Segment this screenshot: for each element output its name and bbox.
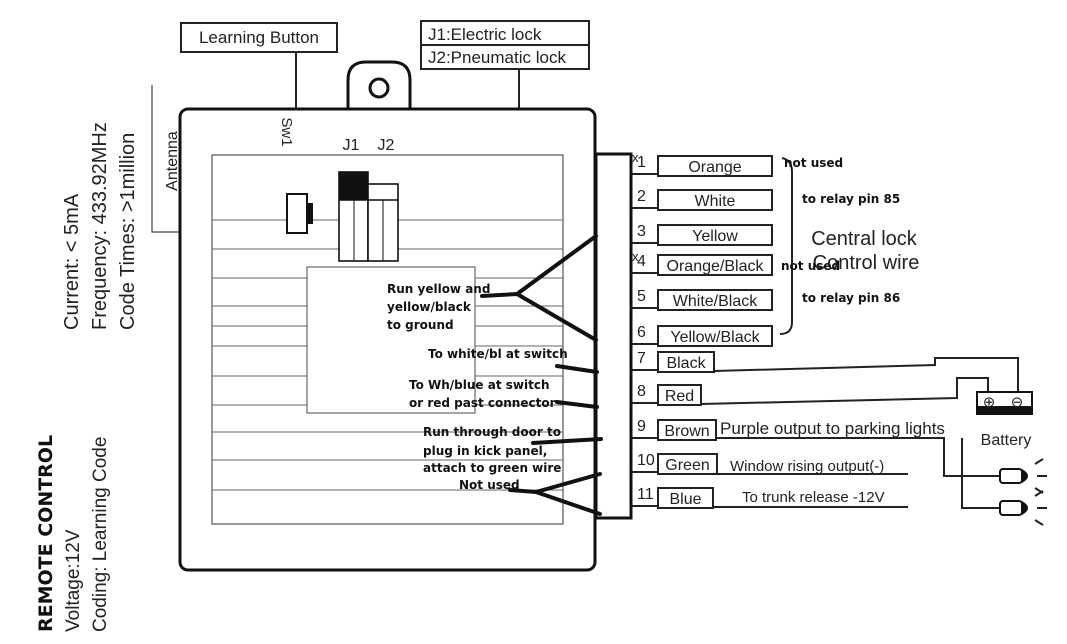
pin-wire-color: Green: [665, 457, 709, 474]
voltage-spec: Voltage:12V: [63, 529, 84, 632]
battery-label: Battery: [981, 432, 1032, 449]
note-relay-86: to relay pin 86: [802, 291, 900, 305]
note-door-2: plug in kick panel,: [423, 444, 547, 458]
antenna-label: Antenna: [164, 131, 181, 191]
pin-label-box: [657, 384, 702, 406]
pin-row: 10 Green: [631, 452, 718, 475]
pin-label-box: [657, 487, 714, 509]
pin-wire-color: White: [695, 193, 736, 210]
remote-control-title: REMOTE CONTROL: [35, 435, 57, 632]
pin-wire-color: Black: [666, 355, 706, 372]
pin-number: 5: [637, 288, 646, 305]
j2-callout-label: J2:Pneumatic lock: [428, 48, 566, 67]
pin-wire-color: Blue: [669, 491, 701, 508]
pin-row: 8 Red: [631, 383, 702, 406]
learning-button-callout: Learning Button: [180, 22, 338, 190]
pin-wire-color: Orange: [688, 159, 741, 176]
pin-wire-color: Red: [665, 388, 694, 405]
pin-wire-color: Yellow: [692, 228, 738, 245]
window-output-label: Window rising output(-): [730, 458, 884, 475]
j2-label: J2: [378, 137, 395, 154]
note-relay-85: to relay pin 85: [802, 192, 900, 206]
note-not-used-1: not used: [784, 156, 843, 170]
connector-block: [594, 152, 633, 520]
pin-unused-mark: x: [632, 249, 639, 264]
central-lock-bracket: Central lock Control wire: [779, 157, 920, 335]
module-housing: [178, 107, 597, 572]
pin-row: 11 Blue: [631, 486, 714, 509]
battery: ⊕ ⊖ Battery: [976, 391, 1033, 449]
pin-label-box: [657, 325, 773, 347]
pin-number: 11: [637, 486, 654, 503]
note-to-white: To white/bl at switch: [428, 347, 568, 361]
note-to-wh-blue-1: To Wh/blue at switch: [409, 378, 549, 392]
pin-row: 6 Yellow/Black: [631, 324, 773, 347]
pin-number: 9: [637, 418, 646, 435]
pin-number: 3: [637, 223, 646, 240]
pin-label-box: [657, 419, 717, 441]
pin-label-box: [657, 189, 773, 211]
trunk-output-label: To trunk release -12V: [742, 489, 885, 506]
learning-button: Sw1: [278, 117, 313, 234]
annotation-lines: [480, 234, 603, 516]
coding-spec: Coding: Learning Code: [90, 437, 111, 632]
battery-minus-icon: ⊖: [1011, 394, 1024, 411]
central-lock-label: Central lock: [811, 228, 918, 250]
note-not-used-4: not used: [781, 259, 840, 273]
battery-plus-icon: ⊕: [983, 394, 996, 411]
control-wire-label: Control wire: [813, 252, 920, 274]
output-wiring: [700, 357, 1019, 509]
parking-lamp-icon: [999, 458, 1047, 494]
pin-label-box: [657, 224, 773, 246]
note-ground-1: Run yellow and: [387, 282, 490, 296]
pin-row: 3 Yellow: [631, 223, 773, 246]
pin-wire-color: Brown: [664, 423, 709, 440]
pin-unused-mark: x: [632, 150, 639, 165]
parking-lamp-icon-2: [999, 490, 1047, 526]
pin-label-box: [657, 351, 715, 373]
note-door-1: Run through door to: [423, 425, 561, 439]
current-spec: Current: < 5mA: [61, 193, 83, 330]
specs: Current: < 5mA Frequency: 433.92MHz Code…: [35, 122, 139, 632]
mounting-tab: [346, 60, 412, 109]
inner-chip: [306, 266, 476, 414]
frequency-spec: Frequency: 433.92MHz: [89, 122, 111, 330]
j1-callout-label: J1:Electric lock: [428, 25, 542, 44]
pin-number: 1: [637, 154, 646, 171]
pin-number: 6: [637, 324, 646, 341]
pin-label-box: [657, 155, 773, 177]
pin-row: 2 White: [631, 188, 773, 211]
note-ground-3: to ground: [387, 318, 454, 332]
pin-label-box: [657, 289, 773, 311]
pin-row: 9 Brown: [631, 418, 717, 441]
note-to-wh-blue-2: or red past connector: [409, 396, 556, 410]
code-times-spec: Code Times: >1million: [117, 133, 139, 330]
note-door-3: attach to green wire: [423, 461, 561, 475]
pin-number: 10: [637, 452, 655, 469]
pin-number: 4: [637, 253, 646, 270]
pin-number: 8: [637, 383, 646, 400]
pin-label-box: [657, 453, 718, 475]
parking-output-label: Purple output to parking lights: [720, 419, 945, 438]
pin-number: 7: [637, 350, 646, 367]
pin-row: 7 Black: [631, 350, 715, 373]
pin-wire-color: White/Black: [673, 293, 758, 310]
annotations: not used to relay pin 85 not used to rel…: [387, 156, 900, 492]
jumpers: J1 J2: [338, 137, 399, 262]
sw1-label: Sw1: [278, 117, 295, 146]
note-ground-2: yellow/black: [387, 300, 472, 314]
pin-number: 2: [637, 188, 646, 205]
note-not-used-bottom: Not used: [459, 478, 520, 492]
learning-button-label: Learning Button: [199, 28, 319, 47]
antenna: Antenna: [151, 85, 181, 233]
pin-label-box: [657, 254, 773, 276]
pin-wire-color: Orange/Black: [667, 258, 765, 275]
j1-label: J1: [343, 137, 360, 154]
pin-wire-color: Yellow/Black: [670, 329, 760, 346]
pin-row: 5 White/Black: [631, 288, 773, 311]
